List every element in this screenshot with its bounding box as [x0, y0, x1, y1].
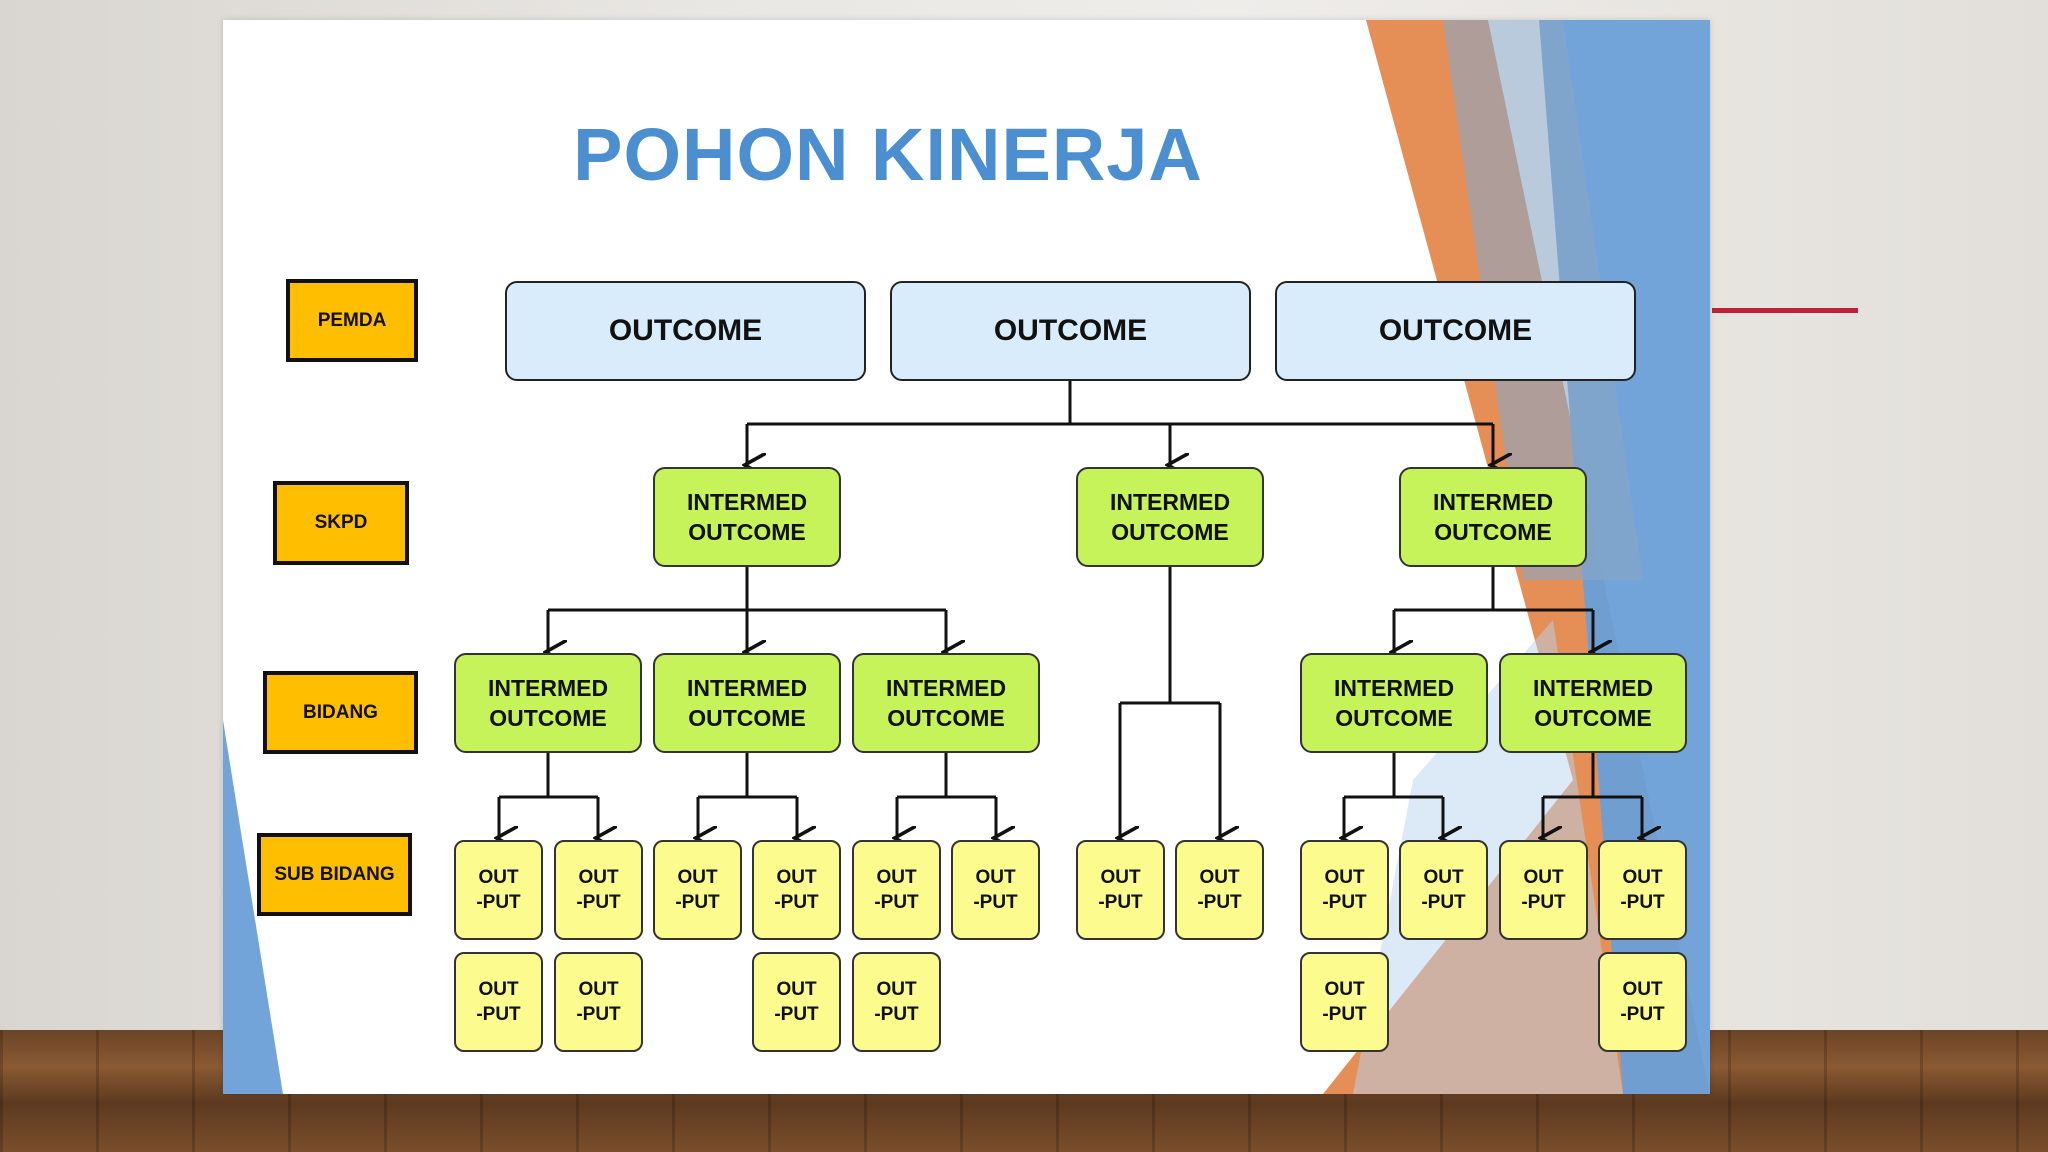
intermediate-line-1: INTERMED [1532, 675, 1654, 701]
intermediate-line-2: OUTCOME [1534, 705, 1652, 731]
output-box: OUT -PUT [1598, 952, 1687, 1052]
intermediate-line-2: OUTCOME [1111, 519, 1229, 545]
output-line-1: OUT [776, 867, 817, 888]
left-blue-shape [223, 720, 283, 1094]
output-line-2: -PUT [774, 1004, 819, 1025]
output-line-2: -PUT [476, 892, 521, 913]
output-line-1: OUT [776, 979, 817, 1000]
intermediate-line-2: OUTCOME [688, 519, 806, 545]
intermediate-line-1: INTERMED [885, 675, 1007, 701]
output-line-2: -PUT [1322, 1004, 1367, 1025]
output-line-1: OUT [1199, 867, 1240, 888]
output-line-2: -PUT [1098, 892, 1143, 913]
intermediate-line-2: OUTCOME [489, 705, 607, 731]
output-box: OUT -PUT [653, 840, 742, 940]
outcome-box: OUTCOME [1275, 281, 1636, 381]
output-line-1: OUT [677, 867, 718, 888]
intermediate-outcome-box: INTERMED OUTCOME [1076, 467, 1264, 567]
output-line-2: -PUT [675, 892, 720, 913]
intermediate-line-2: OUTCOME [1434, 519, 1552, 545]
outcome-box: OUTCOME [505, 281, 866, 381]
intermediate-outcome-box: INTERMED OUTCOME [1300, 653, 1488, 753]
output-line-1: OUT [478, 979, 519, 1000]
output-line-2: -PUT [576, 892, 621, 913]
output-box: OUT -PUT [1300, 952, 1389, 1052]
output-line-1: OUT [1324, 979, 1365, 1000]
output-line-1: OUT [578, 979, 619, 1000]
intermediate-outcome-box: INTERMED OUTCOME [1399, 467, 1587, 567]
intermediate-line-1: INTERMED [487, 675, 609, 701]
output-line-2: -PUT [1421, 892, 1466, 913]
intermediate-outcome-box: INTERMED OUTCOME [852, 653, 1040, 753]
output-line-2: -PUT [1620, 1004, 1665, 1025]
output-line-1: OUT [876, 867, 917, 888]
output-line-2: -PUT [1322, 892, 1367, 913]
output-line-2: -PUT [874, 1004, 919, 1025]
output-box: OUT -PUT [1499, 840, 1588, 940]
connector-lines [223, 380, 1710, 1094]
intermediate-outcome-box: INTERMED OUTCOME [653, 467, 841, 567]
output-box: OUT -PUT [752, 952, 841, 1052]
level-label-skpd: SKPD [273, 481, 409, 565]
output-line-2: -PUT [1620, 892, 1665, 913]
output-box: OUT -PUT [752, 840, 841, 940]
outcome-box: OUTCOME [890, 281, 1251, 381]
intermediate-outcome-box: INTERMED OUTCOME [1499, 653, 1687, 753]
output-line-1: OUT [1622, 979, 1663, 1000]
intermediate-line-1: INTERMED [686, 675, 808, 701]
output-box: OUT -PUT [1076, 840, 1165, 940]
intermediate-outcome-box: INTERMED OUTCOME [454, 653, 642, 753]
output-line-1: OUT [975, 867, 1016, 888]
output-box: OUT -PUT [852, 952, 941, 1052]
intermediate-outcome-box: INTERMED OUTCOME [653, 653, 841, 753]
slide-title: POHON KINERJA [573, 113, 1203, 196]
output-line-2: -PUT [476, 1004, 521, 1025]
intermediate-line-1: INTERMED [1432, 489, 1554, 515]
accent-line [1712, 308, 1858, 313]
intermediate-line-2: OUTCOME [1335, 705, 1453, 731]
output-box: OUT -PUT [1300, 840, 1389, 940]
intermediate-line-1: INTERMED [1109, 489, 1231, 515]
output-line-2: -PUT [973, 892, 1018, 913]
output-line-1: OUT [1523, 867, 1564, 888]
output-line-1: OUT [1100, 867, 1141, 888]
output-line-1: OUT [1622, 867, 1663, 888]
output-line-1: OUT [578, 867, 619, 888]
output-box: OUT -PUT [1598, 840, 1687, 940]
output-line-2: -PUT [874, 892, 919, 913]
output-box: OUT -PUT [852, 840, 941, 940]
level-label-bidang: BIDANG [263, 671, 418, 754]
intermediate-line-2: OUTCOME [887, 705, 1005, 731]
level-label-pemda: PEMDA [286, 279, 418, 362]
output-line-1: OUT [1324, 867, 1365, 888]
output-line-1: OUT [478, 867, 519, 888]
output-line-2: -PUT [774, 892, 819, 913]
output-line-2: -PUT [1521, 892, 1566, 913]
slide: POHON KINERJA PEMDA SKPD BIDANG SUB BIDA… [223, 20, 1710, 1094]
output-box: OUT -PUT [1399, 840, 1488, 940]
output-line-1: OUT [1423, 867, 1464, 888]
output-box: OUT -PUT [454, 840, 543, 940]
output-line-1: OUT [876, 979, 917, 1000]
output-line-2: -PUT [576, 1004, 621, 1025]
intermediate-line-2: OUTCOME [688, 705, 806, 731]
output-box: OUT -PUT [951, 840, 1040, 940]
intermediate-line-1: INTERMED [686, 489, 808, 515]
output-box: OUT -PUT [554, 952, 643, 1052]
output-line-2: -PUT [1197, 892, 1242, 913]
output-box: OUT -PUT [454, 952, 543, 1052]
level-label-sub-bidang: SUB BIDANG [257, 833, 412, 916]
output-box: OUT -PUT [554, 840, 643, 940]
intermediate-line-1: INTERMED [1333, 675, 1455, 701]
output-box: OUT -PUT [1175, 840, 1264, 940]
